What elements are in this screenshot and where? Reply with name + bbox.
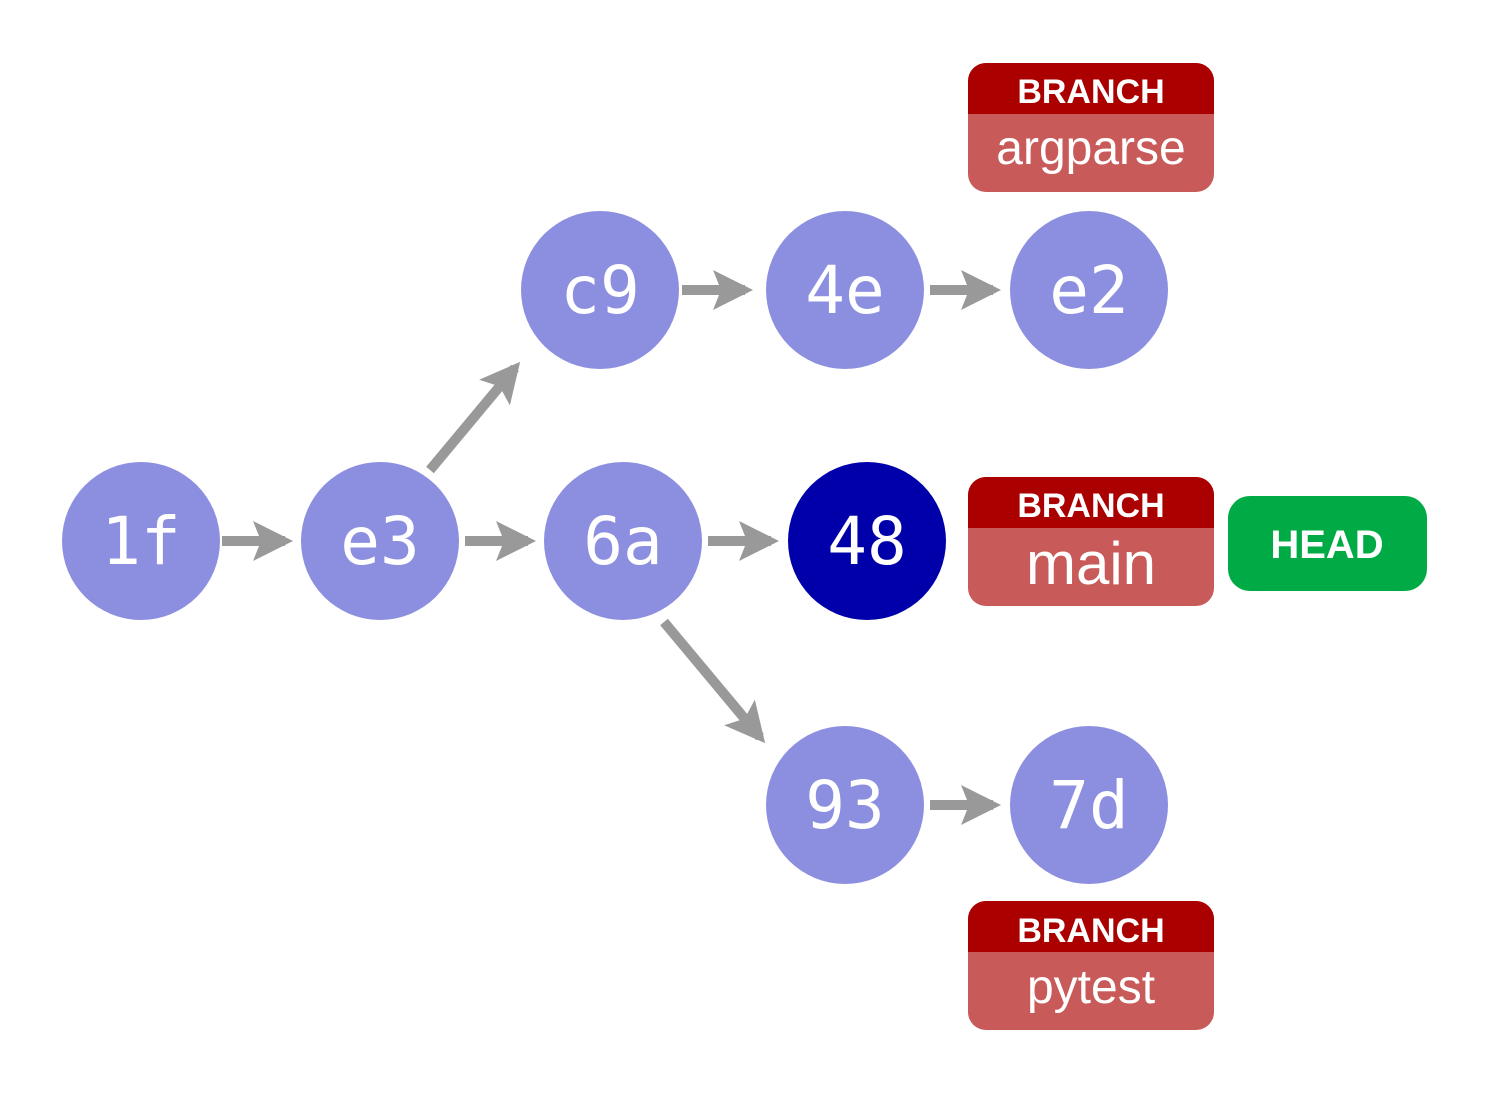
branch-name: main <box>1026 530 1156 597</box>
branch-header: BRANCH <box>1017 487 1164 525</box>
commit-label: c9 <box>560 252 639 329</box>
branch-header: BRANCH <box>1017 912 1164 950</box>
commit-label: e3 <box>340 503 419 580</box>
commit-1f: 1f <box>62 462 220 620</box>
commit-label: 6a <box>583 503 662 580</box>
edges <box>222 270 1001 825</box>
branch-name: pytest <box>1027 961 1155 1014</box>
commit-7d: 7d <box>1010 726 1168 884</box>
commit-c9: c9 <box>521 211 679 369</box>
commit-6a: 6a <box>544 462 702 620</box>
commit-label: 1f <box>101 503 180 580</box>
branch-tag-pytest: BRANCH pytest <box>968 901 1214 1030</box>
branch-name: argparse <box>996 122 1185 175</box>
commit-label: 4e <box>805 252 884 329</box>
edge-e3-c9 <box>426 361 521 474</box>
commit-48-head: 48 <box>788 462 946 620</box>
branch-tag-main: BRANCH main <box>968 477 1214 606</box>
branch-header: BRANCH <box>1017 73 1164 111</box>
commit-4e: 4e <box>766 211 924 369</box>
commit-label: 48 <box>827 503 906 580</box>
head-tag: HEAD <box>1228 496 1427 591</box>
commit-e2: e2 <box>1010 211 1168 369</box>
commit-e3: e3 <box>301 462 459 620</box>
head-label: HEAD <box>1270 523 1383 567</box>
branch-tag-argparse: BRANCH argparse <box>968 63 1214 192</box>
commit-label: e2 <box>1049 252 1128 329</box>
commit-label: 93 <box>805 767 884 844</box>
commit-93: 93 <box>766 726 924 884</box>
commit-label: 7d <box>1049 767 1128 844</box>
edge-6a-93 <box>660 618 766 744</box>
